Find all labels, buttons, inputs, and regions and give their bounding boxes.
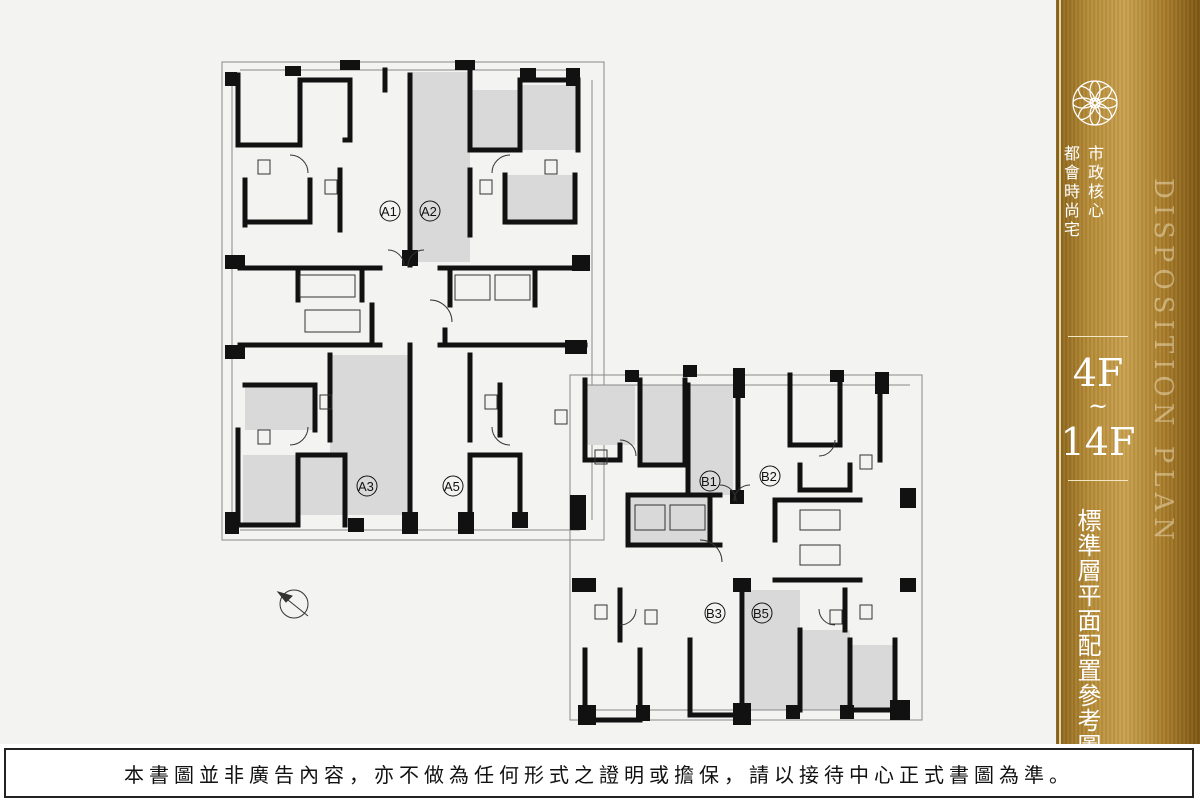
floor-plan-drawing: A1 A2 A3 A5: [221, 60, 923, 725]
plan-title: 標準層平面配置參考圖: [1073, 508, 1101, 758]
unit-label-b1: B1: [701, 474, 717, 489]
disclaimer-text: 本書圖並非廣告內容，亦不做為任何形式之證明或擔保，請以接待中心正式書圖為準。: [124, 762, 1074, 787]
unit-label-a3: A3: [358, 479, 374, 494]
tower-a: A1 A2 A3 A5: [221, 60, 605, 541]
slogan-line-2: 都會時尚宅: [1061, 145, 1080, 240]
unit-label-b3: B3: [706, 606, 722, 621]
side-panel: [1056, 0, 1200, 744]
floor-plan-area: A1 A2 A3 A5: [221, 60, 923, 725]
unit-label-a1: A1: [381, 204, 397, 219]
english-watermark: DISPOSITION PLAN: [1148, 178, 1178, 547]
unit-label-b2: B2: [761, 469, 777, 484]
panel-divider-top: [1068, 336, 1128, 337]
slogan-line-1: 市政核心: [1085, 145, 1104, 221]
disclaimer-bar: 本書圖並非廣告內容，亦不做為任何形式之證明或擔保，請以接待中心正式書圖為準。: [0, 744, 1200, 800]
unit-label-a2: A2: [421, 204, 437, 219]
floor-range-end: 14F: [1060, 420, 1136, 464]
compass-icon: [276, 589, 309, 619]
floor-range-separator: ~: [1087, 392, 1109, 420]
tower-b: B1 B2 B3 B5: [569, 365, 923, 725]
unit-label-a5: A5: [444, 479, 460, 494]
flower-mandala-icon: [1072, 80, 1118, 126]
panel-divider-bottom: [1068, 480, 1128, 481]
floor-range-start: 4F: [1072, 351, 1124, 395]
disclaimer-box: 本書圖並非廣告內容，亦不做為任何形式之證明或擔保，請以接待中心正式書圖為準。: [4, 748, 1194, 798]
unit-label-b5: B5: [753, 606, 769, 621]
